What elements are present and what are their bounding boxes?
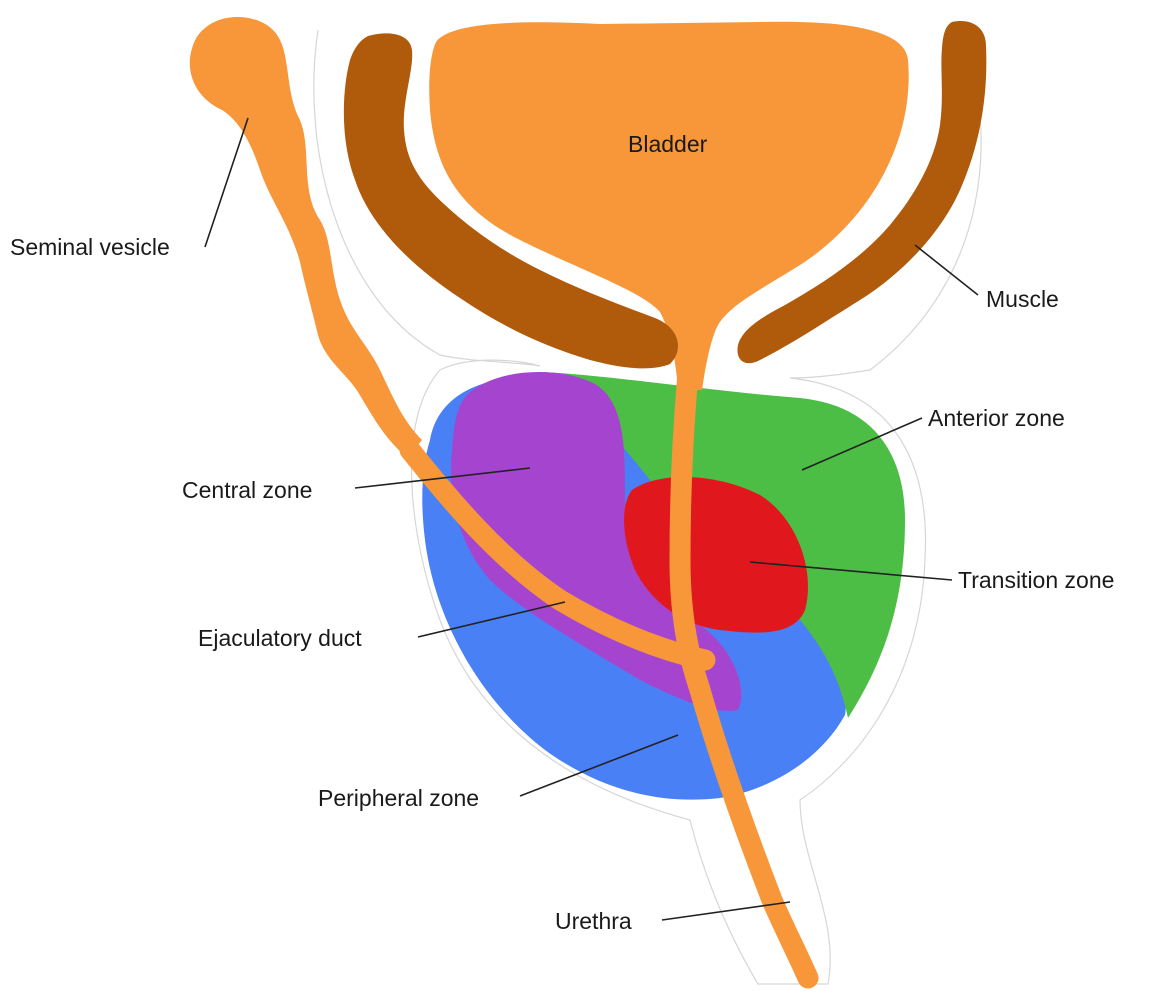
central-zone-label: Central zone: [182, 479, 312, 502]
peripheral-zone-label: Peripheral zone: [318, 787, 479, 810]
leader-line-seminal-vesicle: [205, 118, 248, 247]
leader-line-muscle: [915, 245, 978, 295]
ejaculatory-duct-label: Ejaculatory duct: [198, 627, 362, 650]
urethra-label: Urethra: [555, 910, 632, 933]
transition-zone-label: Transition zone: [958, 569, 1114, 592]
anterior-zone-label: Anterior zone: [928, 407, 1065, 430]
bladder-label: Bladder: [628, 133, 707, 156]
muscle-label: Muscle: [986, 288, 1059, 311]
seminal-vesicle-label: Seminal vesicle: [10, 236, 170, 259]
